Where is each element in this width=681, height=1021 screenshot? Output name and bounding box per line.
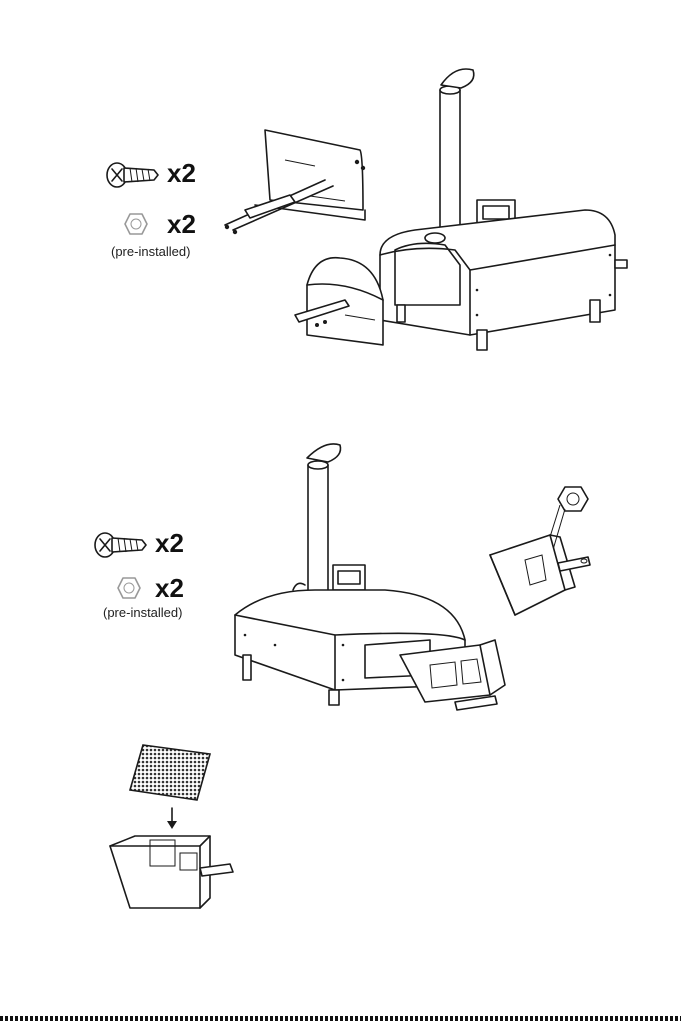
hex-nut-icon bbox=[124, 212, 148, 236]
arrow-down-icon bbox=[166, 808, 178, 830]
screw-icon bbox=[104, 160, 160, 190]
page-bottom-rule bbox=[0, 1016, 681, 1021]
screw-quantity: x2 bbox=[155, 528, 184, 559]
nut-quantity: x2 bbox=[167, 209, 196, 240]
step-3-panel bbox=[0, 730, 681, 930]
nut-quantity: x2 bbox=[155, 573, 184, 604]
ash-tray-illustration bbox=[105, 828, 240, 918]
step-1-panel: x2 x2 (pre-installed) bbox=[0, 0, 681, 370]
charcoal-grate-illustration bbox=[125, 740, 215, 805]
ash-tray-detail-illustration bbox=[480, 475, 620, 625]
screw-quantity: x2 bbox=[167, 158, 196, 189]
nut-note: (pre-installed) bbox=[103, 605, 182, 620]
pizza-oven-door-assembly-illustration bbox=[215, 60, 635, 360]
hex-nut-icon bbox=[117, 576, 141, 600]
screw-icon bbox=[92, 530, 148, 560]
step-2-panel: x2 x2 (pre-installed) bbox=[0, 430, 681, 720]
nut-note: (pre-installed) bbox=[111, 244, 190, 259]
